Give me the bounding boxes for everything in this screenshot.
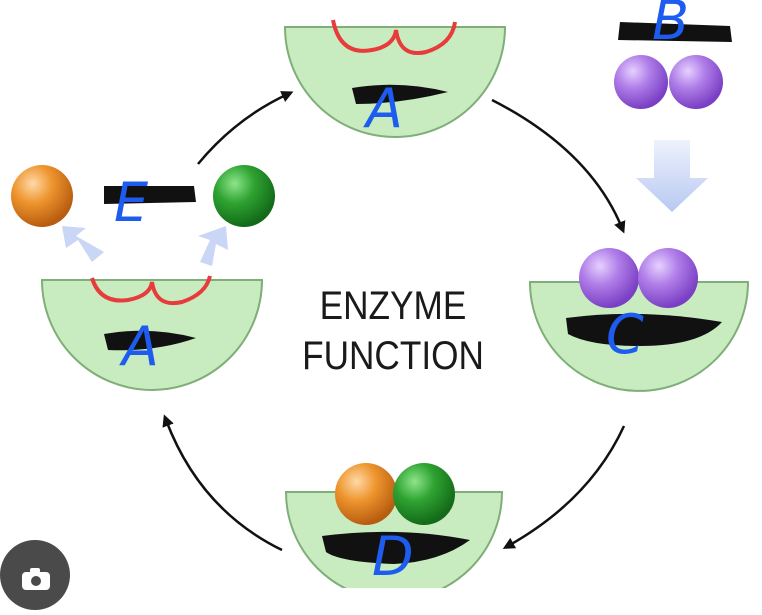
label-enzyme-product-complex: D xyxy=(372,525,414,588)
camera-icon xyxy=(22,568,50,590)
label-enzyme-top: A xyxy=(366,77,403,140)
purple-molecule xyxy=(669,55,723,109)
label-enzyme-substrate-complex: C xyxy=(606,303,644,366)
purple-molecule xyxy=(579,248,639,308)
enzyme-substrate-complex xyxy=(528,248,750,392)
cycle-arrow xyxy=(162,414,283,552)
cycle-arrow xyxy=(502,425,626,549)
enzyme-left xyxy=(40,275,264,391)
green-molecule xyxy=(393,463,455,525)
orange-molecule xyxy=(11,165,73,227)
enzyme-product-complex xyxy=(284,463,504,588)
purple-molecule xyxy=(638,248,698,308)
redaction-mark xyxy=(104,186,196,204)
redaction-mark xyxy=(352,84,448,104)
active-site-top xyxy=(331,19,457,55)
product-molecules xyxy=(11,165,275,227)
cycle-arrow xyxy=(197,91,294,165)
redaction-mark xyxy=(104,330,196,351)
label-enzyme-left: A xyxy=(122,315,159,378)
redaction-mark xyxy=(322,531,470,564)
substrate-molecules xyxy=(614,22,732,109)
redaction-mark xyxy=(566,313,722,346)
enzyme-top xyxy=(283,19,507,138)
active-site-left xyxy=(90,275,212,305)
label-products: E xyxy=(114,171,149,234)
enzyme-pocket-top xyxy=(283,26,507,138)
release-arrow-icon xyxy=(198,226,228,266)
release-arrow-icon xyxy=(62,226,104,262)
purple-molecule xyxy=(614,55,668,109)
enzyme-cycle-diagram xyxy=(11,19,750,588)
diagram-title-line-2: FUNCTION xyxy=(302,334,484,378)
diagram-title-line-1: ENZYME xyxy=(319,284,467,328)
camera-button[interactable] xyxy=(0,540,70,610)
binding-arrow-icon xyxy=(636,140,708,212)
orange-molecule xyxy=(335,463,397,525)
label-substrate: B xyxy=(652,0,690,52)
redaction-mark xyxy=(618,22,732,42)
cycle-arrow xyxy=(491,98,626,234)
green-molecule xyxy=(213,165,275,227)
